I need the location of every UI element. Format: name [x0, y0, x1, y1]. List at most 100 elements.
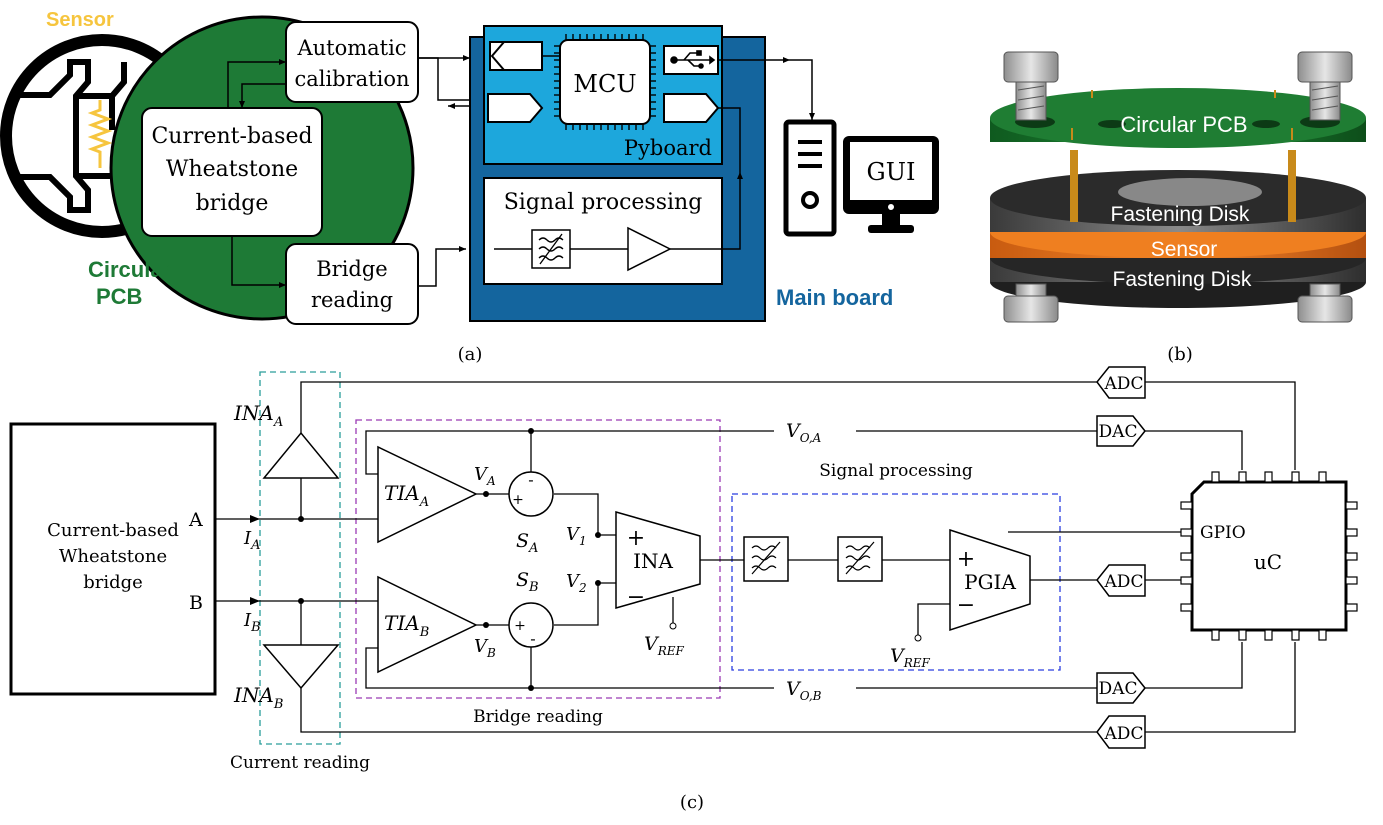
svg-text:+: + [957, 547, 975, 572]
caption-b: (b) [1167, 344, 1193, 365]
wheatstone-line3: bridge [196, 191, 269, 216]
svg-text:-: - [530, 629, 535, 648]
b-fastening-disk-top: Fastening Disk [1111, 203, 1250, 226]
bolt-bottom-right-icon [1297, 283, 1353, 323]
tia-b-amplifier [377, 575, 478, 674]
b-sensor-label: Sensor [1151, 238, 1218, 261]
ina-a-label: INAA [233, 401, 283, 430]
c-bridge-reading-label: Bridge reading [473, 707, 603, 727]
signal-processing-label: Signal processing [504, 190, 703, 215]
c-wheatstone-bridge-block [9, 422, 217, 696]
adc-mid-tag: ADC [1096, 564, 1146, 597]
v-a-label: VA [474, 464, 496, 488]
i-a-label: IA [243, 528, 261, 553]
pyboard-label: Pyboard [624, 136, 712, 160]
v2-label: V2 [566, 571, 587, 595]
bolt-top-left-icon [1003, 51, 1059, 121]
svg-text:DAC: DAC [1099, 422, 1138, 442]
monitor-icon [843, 136, 939, 233]
s-a-label: SA [516, 530, 538, 556]
source-s-b [508, 602, 554, 648]
svg-text:+: + [514, 618, 526, 634]
usb-icon [670, 50, 716, 69]
panel-c: Current-based Wheatstone bridge A B [9, 366, 1358, 813]
tia-b-label: TIAB [384, 611, 429, 640]
panel-a: Sensor Circular PCB Current-based Wheats… [0, 9, 939, 365]
dac-bottom-tag: DAC [1096, 672, 1146, 704]
gui-label: GUI [867, 158, 916, 186]
bridge-reading-block [285, 243, 419, 325]
bridge-reading-line2: reading [311, 288, 393, 312]
auto-cal-line2: calibration [294, 67, 409, 91]
bolt-top-right-icon [1297, 51, 1353, 121]
caption-c: (c) [680, 792, 704, 813]
adc-bottom-tag: ADC [1096, 715, 1146, 749]
main-board-label: Main board [776, 285, 893, 310]
b-fastening-disk-bottom: Fastening Disk [1113, 268, 1252, 291]
dac-top-tag: DAC [1096, 415, 1146, 447]
panel-b: Circular PCB Fastening Disk Sensor Faste… [988, 46, 1371, 365]
signal-processing-block [483, 177, 723, 285]
vref2-label: VREF [890, 645, 931, 670]
filter-waves [538, 233, 564, 265]
lowpass-filter-2-icon [837, 536, 883, 582]
c-bridge-line3: bridge [83, 572, 143, 593]
ina-label: INA [633, 549, 673, 573]
vo-b-label: VO,B [786, 678, 822, 703]
c-bridge-line2: Wheatstone [59, 546, 167, 567]
i-b-label: IB [243, 610, 261, 635]
wheatstone-line1: Current-based [151, 124, 312, 149]
auto-cal-line1: Automatic [296, 36, 406, 60]
svg-text:ADC: ADC [1104, 724, 1144, 744]
node-a-label: A [188, 509, 203, 531]
pgia-label: PGIA [964, 570, 1016, 594]
ina-amplifier [615, 511, 701, 609]
current-reading-region [259, 371, 341, 745]
svg-text:+: + [627, 526, 645, 551]
adc-top-tag: ADC [1096, 366, 1146, 399]
v1-label: V1 [566, 524, 587, 548]
svg-text:+: + [512, 492, 524, 508]
lowpass-filter-1-icon [743, 536, 789, 582]
gpio-label: GPIO [1200, 523, 1246, 543]
svg-text:DAC: DAC [1099, 679, 1138, 699]
c-bridge-line1: Current-based [47, 520, 179, 541]
svg-text:−: − [627, 585, 645, 610]
source-s-a [508, 471, 554, 517]
ina-b-label: INAB [233, 683, 283, 712]
pyboard-input-port-1 [490, 41, 543, 71]
computer-tower-icon [783, 119, 837, 237]
signal-processing-region [731, 493, 1061, 671]
mcu-label: MCU [573, 70, 636, 98]
node-b-label: B [189, 592, 203, 614]
ina-a-amplifier [262, 431, 340, 479]
uc-label: uC [1254, 550, 1282, 574]
bolt-bottom-left-icon [1003, 283, 1059, 323]
pgia-amplifier [949, 528, 1031, 632]
svg-text:−: − [957, 593, 975, 618]
tia-a-amplifier [377, 445, 478, 544]
circular-pcb-label-line2: PCB [96, 284, 142, 309]
strain-gauge-icon [87, 100, 113, 168]
svg-text:ADC: ADC [1104, 572, 1144, 592]
svg-text:ADC: ADC [1104, 374, 1144, 394]
bridge-reading-region [355, 419, 721, 699]
sensor-label: Sensor [46, 9, 114, 31]
v-b-label: VB [474, 636, 496, 660]
vref1-label: VREF [644, 633, 685, 658]
bridge-reading-line1: Bridge [316, 257, 388, 281]
caption-a: (a) [458, 344, 483, 365]
tia-a-label: TIAA [384, 481, 429, 510]
vo-a-label: VO,A [786, 420, 822, 445]
pyboard-output-port-1 [487, 93, 544, 123]
circular-pcb-label-line1: Circular [88, 257, 172, 282]
microcontroller-chip: GPIO uC [1180, 471, 1358, 641]
wheatstone-line2: Wheatstone [166, 157, 298, 182]
b-circular-pcb-label: Circular PCB [1120, 112, 1247, 137]
c-signal-processing-label: Signal processing [819, 461, 973, 481]
ina-b-amplifier [262, 644, 340, 690]
pyboard-adc-port-2 [663, 93, 720, 123]
c-current-reading-label: Current reading [230, 753, 370, 773]
s-b-label: SB [516, 569, 539, 595]
